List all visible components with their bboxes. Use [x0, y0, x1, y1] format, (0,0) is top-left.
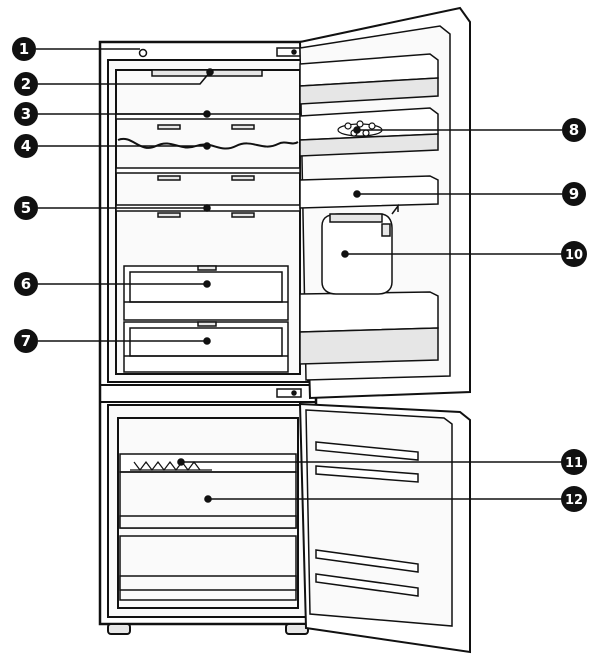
callout-6: 6	[14, 272, 38, 296]
callout-6-label: 6	[21, 275, 31, 293]
callout-12-label: 12	[565, 493, 583, 508]
callout-7-label: 7	[21, 332, 31, 350]
freezer-door	[298, 402, 471, 654]
callout-10: 10	[561, 241, 587, 267]
water-tank	[321, 203, 399, 295]
callout-3-label: 3	[21, 105, 31, 123]
callout-leaders	[36, 48, 562, 503]
temperature-sensor	[138, 48, 148, 58]
callout-7: 7	[14, 329, 38, 353]
callout-11: 11	[561, 449, 587, 475]
callout-5-label: 5	[21, 199, 31, 217]
callout-2-label: 2	[21, 75, 31, 93]
callout-1: 1	[12, 37, 36, 61]
callout-8-label: 8	[569, 121, 579, 139]
callout-12: 12	[561, 486, 587, 512]
callout-8: 8	[562, 118, 586, 142]
callout-1-label: 1	[19, 40, 29, 58]
callout-10-label: 10	[565, 248, 583, 263]
wine-rack	[117, 137, 299, 150]
callout-9: 9	[562, 182, 586, 206]
callout-5: 5	[14, 196, 38, 220]
callout-2: 2	[14, 72, 38, 96]
callout-3: 3	[14, 102, 38, 126]
door-bins	[299, 53, 439, 365]
callout-4: 4	[14, 134, 38, 158]
callout-11-label: 11	[565, 456, 583, 471]
freezer-door-shelves	[315, 441, 419, 597]
callout-4-label: 4	[21, 137, 31, 155]
vegetable-drawers	[123, 265, 289, 373]
callout-badges: 1 2 3 4 5 6 7 8 9 10 11 12	[12, 37, 587, 512]
callout-9-label: 9	[569, 185, 579, 203]
